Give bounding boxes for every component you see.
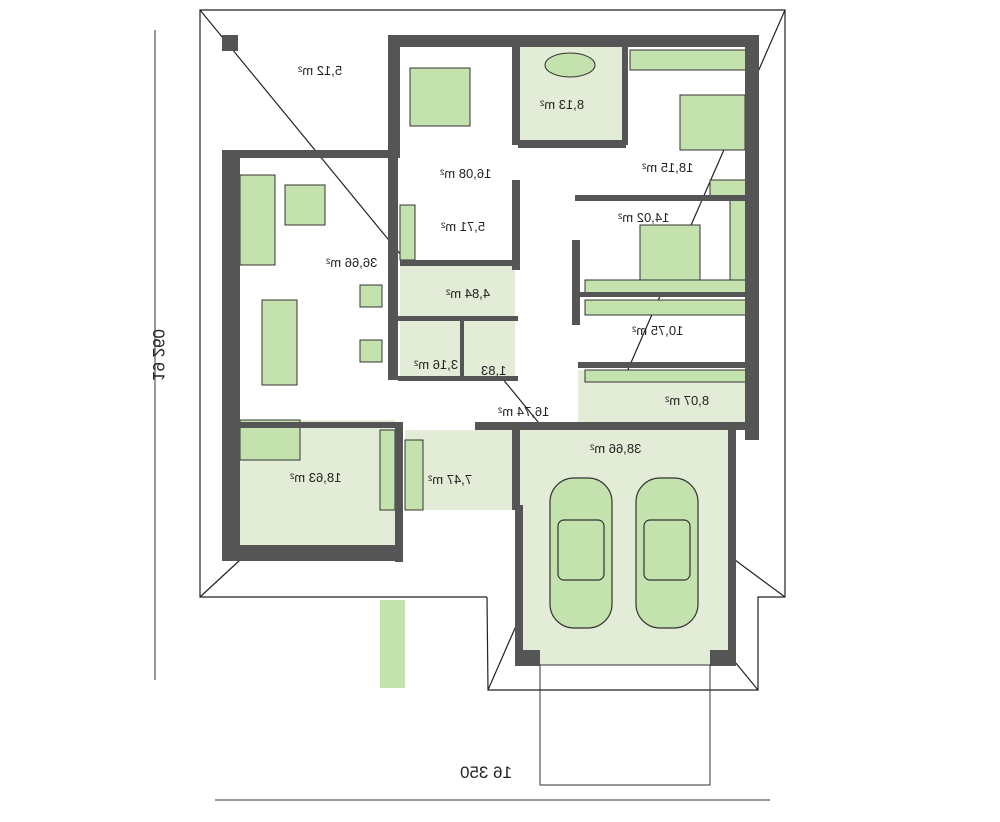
room-area-bedroom-3: 14,02 m² (618, 210, 670, 225)
room-area-living-room: 36,66 m² (326, 255, 378, 270)
room-area-kitchen: 18,63 m² (290, 470, 342, 485)
room-area-wc: 1,83 (481, 363, 507, 378)
room-area-shower-room: 3,16 m² (414, 357, 459, 372)
room-area-office: 10,75 m² (632, 323, 684, 338)
sofa-icon (239, 174, 276, 266)
car-icon (635, 477, 699, 629)
room-area-utility: 8,07 m² (665, 393, 710, 408)
depth-dimension: 19 260 (149, 329, 168, 381)
room-area-bedroom-2: 18,15 m² (642, 160, 694, 175)
room-area-bathroom: 8,13 m² (540, 97, 585, 112)
room-area-laundry: 4,84 m² (446, 286, 491, 301)
dining-table-icon (261, 299, 298, 386)
room-area-bedroom-1: 16,08 m² (440, 166, 492, 181)
bathtub-icon (544, 52, 596, 78)
room-area-hall: 16,74 m² (498, 404, 550, 419)
bed-icon (409, 67, 471, 127)
room-area-entrance: 7,47 m² (428, 472, 473, 487)
driveway (539, 664, 711, 786)
width-dimension: 16 350 (460, 763, 512, 782)
room-area-terrace: 5,12 m² (298, 63, 343, 78)
room-area-garage: 38,66 m² (590, 441, 642, 456)
bed-icon (639, 224, 701, 281)
car-icon (549, 477, 613, 629)
walls (222, 35, 759, 666)
bed-icon (679, 94, 746, 151)
room-area-closet: 5,71 m² (441, 219, 486, 234)
coffee-table-icon (284, 184, 326, 226)
dimension-lines (154, 30, 770, 801)
